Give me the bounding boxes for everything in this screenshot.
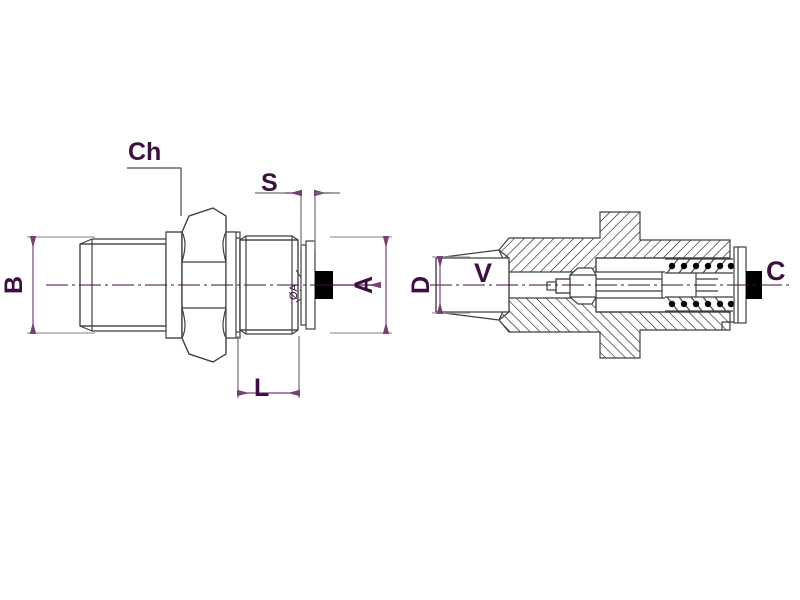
label-b: B <box>0 276 28 294</box>
label-d: D <box>407 276 435 294</box>
section-step-notch <box>721 321 734 330</box>
internal-hex-stem <box>546 267 597 305</box>
label-diameter-a-small: ØA <box>288 283 300 300</box>
view-cross-section <box>430 211 790 359</box>
dimension-s <box>255 189 340 250</box>
label-s: S <box>261 169 278 197</box>
label-v: V <box>474 258 492 288</box>
coil-spring-upper <box>665 258 735 274</box>
dimension-l <box>237 336 300 398</box>
label-c: C <box>766 256 786 286</box>
label-ch: Ch <box>128 138 161 166</box>
dimension-a <box>330 236 392 334</box>
coil-spring-lower <box>665 296 735 312</box>
label-a: A <box>350 276 378 294</box>
dimension-b <box>27 236 95 334</box>
view-external-elevation <box>46 207 340 363</box>
leader-ch <box>127 167 182 216</box>
dimensions-right-view <box>432 256 470 314</box>
label-l: L <box>254 374 269 402</box>
dimensions-left-view <box>27 167 392 398</box>
dimension-d <box>432 256 470 314</box>
